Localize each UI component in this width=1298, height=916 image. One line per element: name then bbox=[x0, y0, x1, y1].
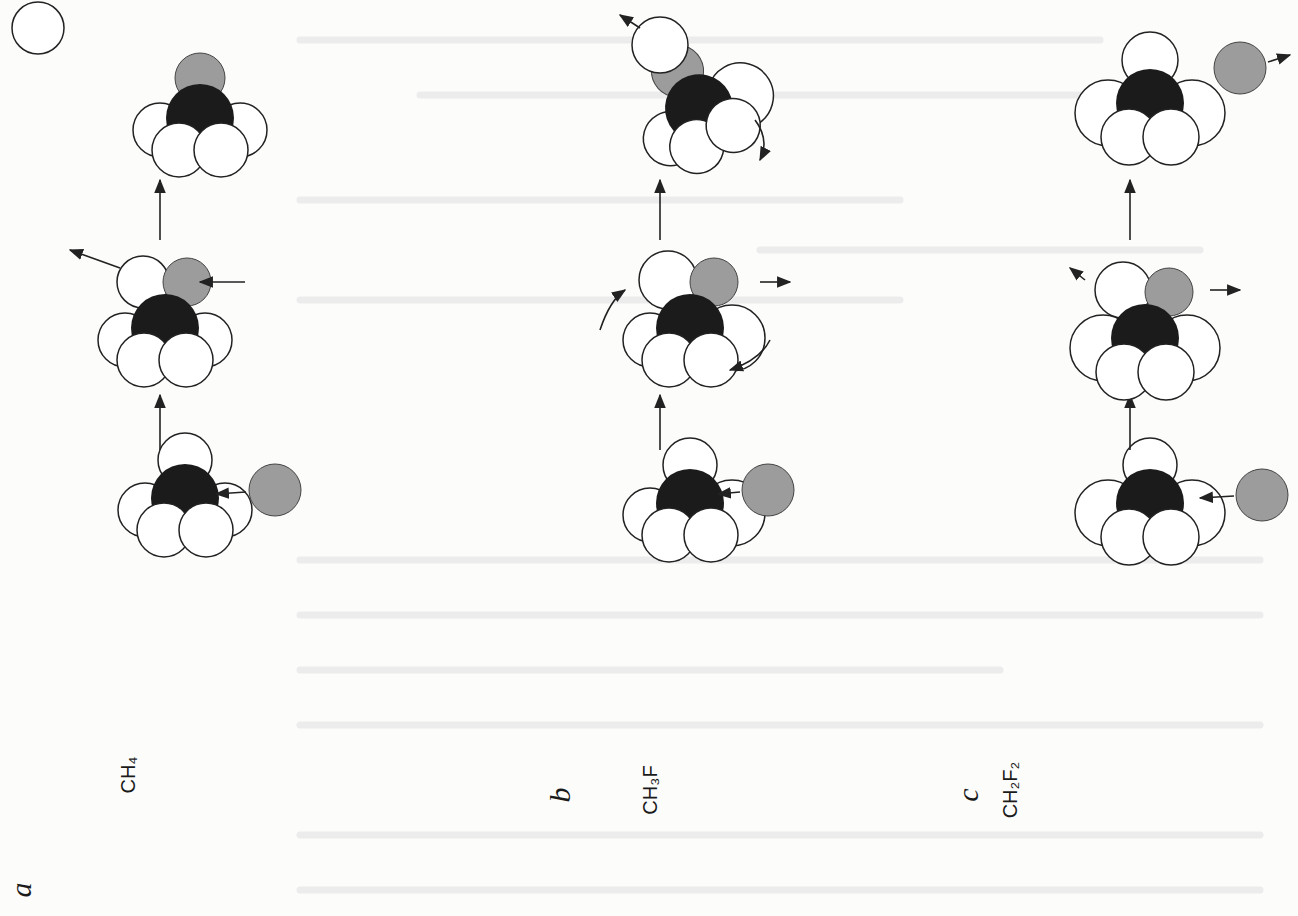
panel-letter: b bbox=[543, 788, 577, 803]
formula-label: CH₄ bbox=[117, 756, 140, 793]
panel-letter: a bbox=[4, 883, 38, 898]
formula-label: CH₃F bbox=[639, 765, 662, 814]
panel-letter: c bbox=[951, 788, 985, 801]
formula-label: CH₂F₂ bbox=[999, 762, 1022, 819]
